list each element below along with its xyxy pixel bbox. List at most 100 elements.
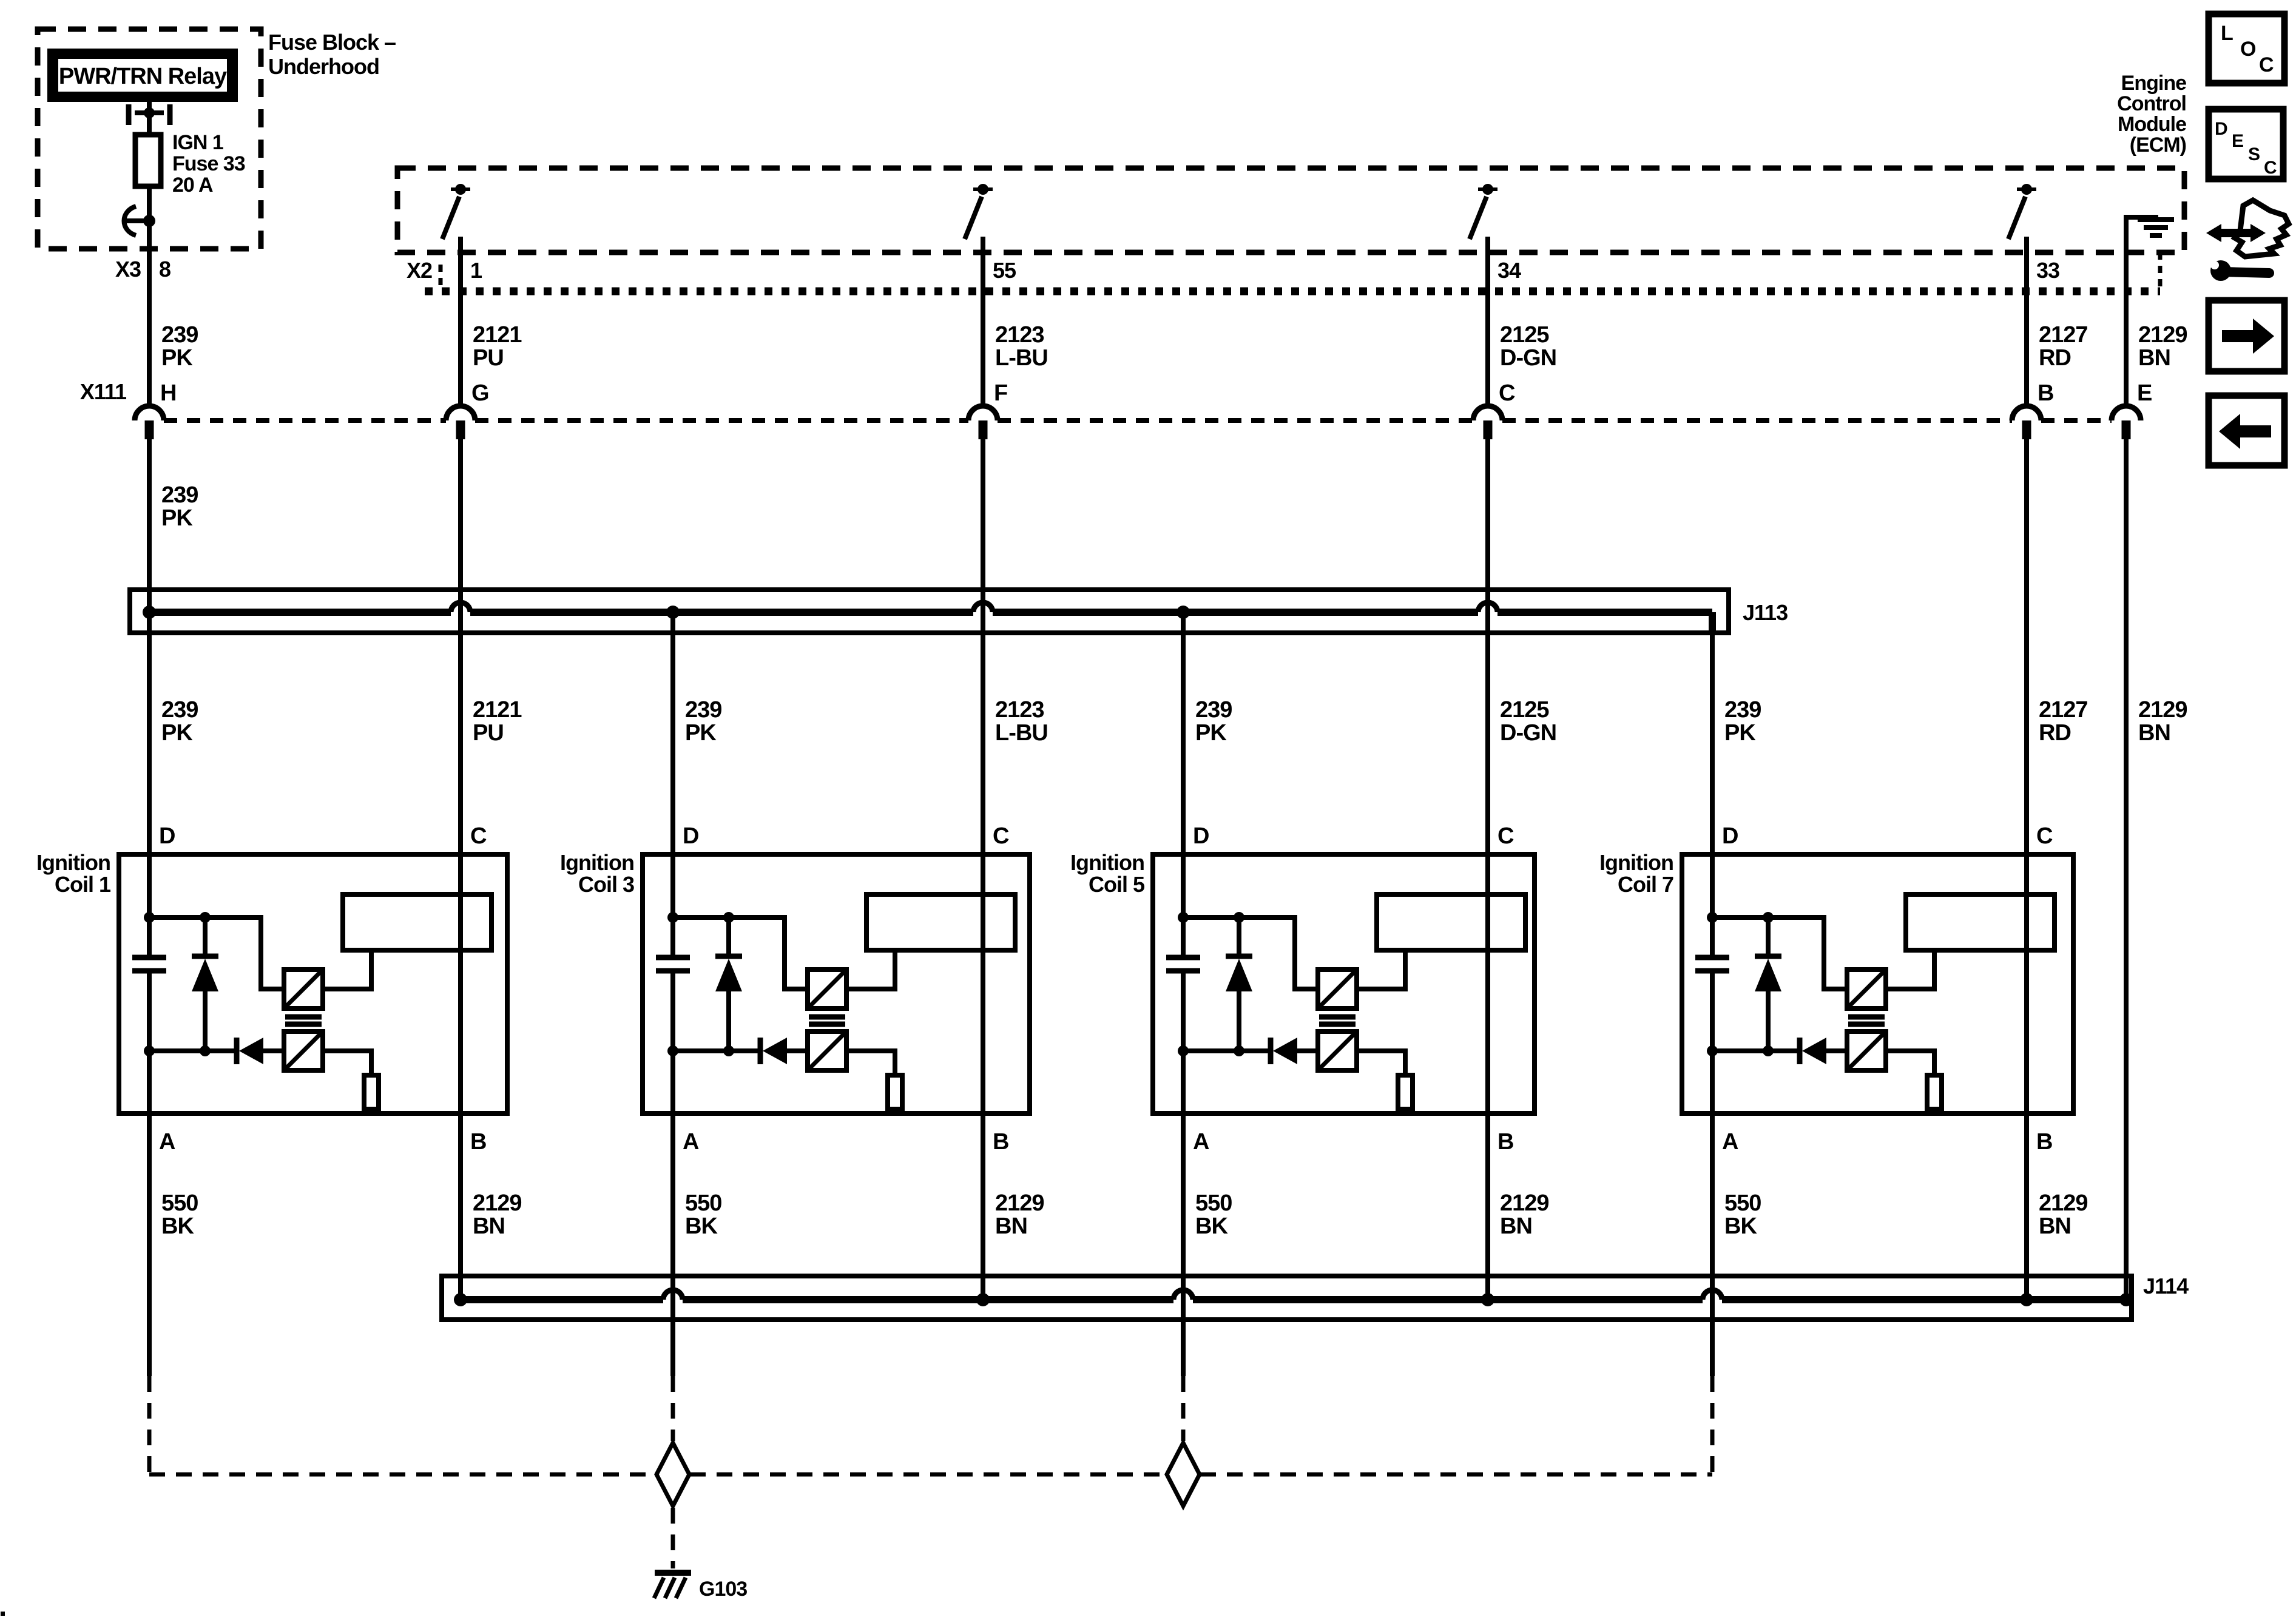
coil7-box	[1680, 852, 2076, 1116]
wire-label: RD	[2039, 720, 2071, 746]
desc-letter-c: C	[2264, 158, 2277, 178]
j114-hop-1	[660, 1287, 686, 1300]
x111-pin-b: B	[2038, 380, 2053, 406]
wire-label: PK	[161, 345, 193, 371]
x111-arc-b	[2009, 403, 2044, 421]
wire-label: 2129	[995, 1190, 1044, 1216]
coil1-internals	[132, 854, 491, 1113]
left-arrow-icon	[2219, 414, 2271, 449]
wire-labels-lower: 550 BK 2129 BN 550 BK 2129 BN 550 BK 212…	[161, 1190, 2088, 1239]
coil5-pin-c: C	[1497, 823, 1514, 849]
j113-junction-dot	[143, 606, 156, 619]
x111-arc-g	[443, 403, 478, 421]
next-button-box[interactable]	[2205, 297, 2288, 375]
wire-label: L-BU	[995, 720, 1048, 746]
engine-control-module: Engine Control Module (ECM)	[394, 72, 2187, 295]
j114-junction-dot	[1481, 1293, 1494, 1306]
x2-pin-55: 55	[993, 258, 1016, 283]
wire-label: L-BU	[995, 345, 1048, 371]
prev-page-button[interactable]	[2205, 392, 2288, 469]
j113-junction-dot	[1177, 606, 1190, 619]
ground-slash-2	[663, 1576, 677, 1599]
coil1-pin-a: A	[159, 1129, 175, 1155]
x111-terminals	[132, 403, 2144, 439]
loc-button[interactable]: L O C	[2205, 10, 2288, 87]
sidebar-nav: L O C D E S C	[2205, 10, 2292, 469]
coil3-internals	[656, 854, 1015, 1113]
x2-pin-33: 33	[2036, 258, 2059, 283]
x111-arc-f	[965, 403, 1001, 421]
wire-label: BN	[2138, 720, 2170, 746]
coil1-pin-c: C	[470, 823, 487, 849]
loc-letter-c: C	[2259, 53, 2274, 76]
coil1-name-line2: Coil 1	[55, 872, 111, 897]
splice-j113: J113	[127, 587, 1788, 635]
j113-junction-dot	[666, 606, 680, 619]
j114-hop-2	[1170, 1287, 1196, 1300]
compare-tool-icon[interactable]	[2206, 197, 2292, 281]
wire-label: D-GN	[1500, 345, 1556, 371]
wire-label: 239	[161, 697, 198, 723]
wire-labels-mid: 239 PK 2121 PU 239 PK 2123 L-BU 239 PK 2…	[161, 697, 2188, 746]
fuse-rating-label: 20 A	[172, 174, 213, 197]
j113-hop-1	[448, 599, 473, 613]
wire-label: PK	[685, 720, 717, 746]
x2-pin-34: 34	[1497, 258, 1521, 283]
coil7-name-line1: Ignition	[1599, 850, 1673, 875]
coil7-internals	[1695, 854, 2055, 1113]
ignition-coil-3: Ignition Coil 3 D C A B	[560, 823, 1032, 1155]
coil5-box	[1150, 852, 1537, 1116]
loc-letter-o: O	[2240, 38, 2256, 61]
wire-label: 2123	[995, 697, 1044, 723]
desc-letter-e: E	[2232, 131, 2243, 151]
wire-label: BK	[685, 1214, 718, 1239]
j113-label: J113	[1743, 600, 1788, 625]
j114-hop-3	[1700, 1287, 1725, 1300]
switch-dot	[1482, 184, 1493, 195]
wire-label: 2129	[473, 1190, 522, 1216]
ground-slash-1	[652, 1576, 666, 1599]
j113-hop-2	[970, 599, 996, 613]
wire-label: 2121	[473, 322, 522, 348]
wire-label: 2129	[2039, 1190, 2088, 1216]
loc-letter-l: L	[2221, 22, 2233, 45]
coil5-pin-b: B	[1497, 1129, 1513, 1155]
j114-junction-dot	[2119, 1293, 2133, 1306]
wire-label: BK	[161, 1214, 194, 1239]
desc-button-box[interactable]	[2205, 106, 2287, 183]
coil3-name-line2: Coil 3	[578, 872, 634, 897]
next-page-button[interactable]	[2205, 297, 2288, 375]
fuse-name-label: IGN 1	[172, 131, 223, 154]
wire-label: PK	[1724, 720, 1756, 746]
ecm-title-line3: Module	[2118, 113, 2186, 136]
j114-junction-dot	[454, 1293, 467, 1306]
prev-button-box[interactable]	[2205, 392, 2288, 469]
coil7-pin-b: B	[2036, 1129, 2052, 1155]
x111-pin-c: C	[1499, 380, 1515, 406]
x111-terminal-pins	[144, 420, 2131, 439]
coil3-name-line1: Ignition	[560, 850, 634, 875]
page-corner-mark	[1, 1612, 5, 1616]
ground-slash-3	[674, 1576, 688, 1599]
desc-letter-d: D	[2215, 119, 2227, 139]
j114-junction-dot	[976, 1293, 990, 1306]
x111-arc-c	[1470, 403, 1505, 421]
wire-label: 2121	[473, 697, 522, 723]
coil1-pin-b: B	[470, 1129, 486, 1155]
x111-pin-e: E	[2137, 380, 2152, 406]
desc-button[interactable]: D E S C	[2205, 106, 2287, 183]
loc-button-box[interactable]	[2205, 10, 2288, 87]
switch-dot	[2021, 184, 2032, 195]
wire-label: 550	[685, 1190, 721, 1216]
wire-label: BK	[1724, 1214, 1757, 1239]
switch-dot	[455, 184, 466, 195]
x111-pin-g: G	[471, 380, 489, 406]
switch-blade	[1467, 195, 1489, 240]
wire-label: 239	[161, 322, 198, 348]
coil7-pin-d: D	[1722, 823, 1738, 849]
j114-junction-dot	[2020, 1293, 2033, 1306]
wire-label: 239	[1724, 697, 1761, 723]
wire-label: BN	[2039, 1214, 2071, 1239]
harness-wires	[147, 237, 2129, 1474]
wrench-head-notch	[2210, 261, 2219, 269]
